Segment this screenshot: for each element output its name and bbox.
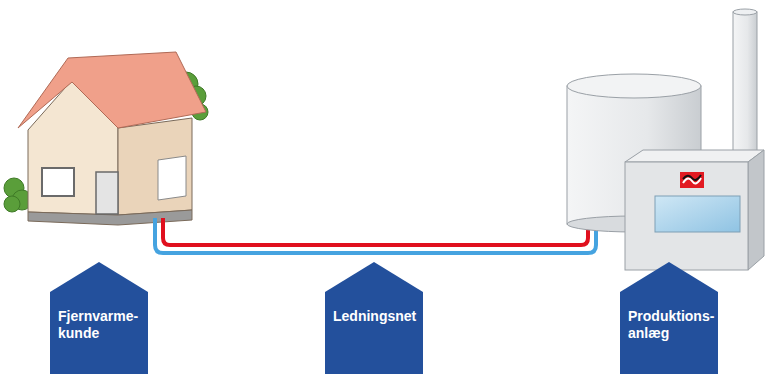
pentagon-fill — [620, 262, 718, 374]
node-label: Produktions- anlæg — [620, 308, 718, 342]
house — [18, 52, 206, 225]
plant — [567, 9, 764, 270]
logo — [680, 172, 704, 188]
pentagon-fill — [325, 262, 423, 374]
node-label: Fjernvarme- kunde — [50, 308, 148, 342]
label-pentagon: Produktions- anlæg — [620, 262, 718, 374]
node-label: Ledningsnet — [325, 308, 423, 325]
text-holder: Ledningsnet — [325, 262, 423, 325]
pentagon-fill — [50, 262, 148, 374]
text-holder: Fjernvarme- kunde — [50, 262, 148, 342]
label-pentagon: Fjernvarme- kunde — [50, 262, 148, 374]
label-pentagon: Ledningsnet — [325, 262, 423, 374]
supply-pipe — [163, 218, 588, 245]
return-pipe — [155, 218, 596, 253]
text-holder: Produktions- anlæg — [620, 262, 718, 342]
